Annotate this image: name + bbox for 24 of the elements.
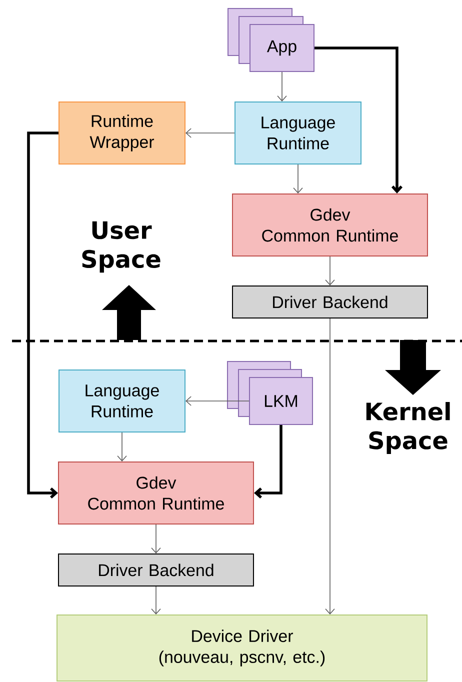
region-label: User Space <box>82 221 160 273</box>
arrow <box>151 524 161 554</box>
stacked-box: App <box>228 8 314 72</box>
arrow <box>277 72 287 102</box>
process-box: Driver Backend <box>58 554 254 586</box>
process-box: Language Runtime <box>234 102 362 164</box>
process-box: Driver Backend <box>232 286 428 318</box>
arrow <box>27 132 58 499</box>
arrow <box>325 256 335 286</box>
arrow <box>186 128 235 138</box>
arrow <box>186 396 250 406</box>
process-box: Runtime Wrapper <box>58 102 186 164</box>
arrow <box>314 46 403 194</box>
arrow <box>254 425 282 499</box>
process-box: Language Runtime <box>58 370 186 432</box>
region-label: Kernel Space <box>366 402 450 454</box>
arrow <box>151 586 161 614</box>
process-box: Gdev Common Runtime <box>232 194 428 256</box>
process-box: Device Driver (nouveau, pscnv, etc.) <box>56 614 428 682</box>
stacked-box: LKM <box>227 361 313 425</box>
arrow <box>117 432 127 462</box>
arrow <box>325 318 335 614</box>
arrow <box>293 164 303 194</box>
process-box: Gdev Common Runtime <box>58 462 254 524</box>
